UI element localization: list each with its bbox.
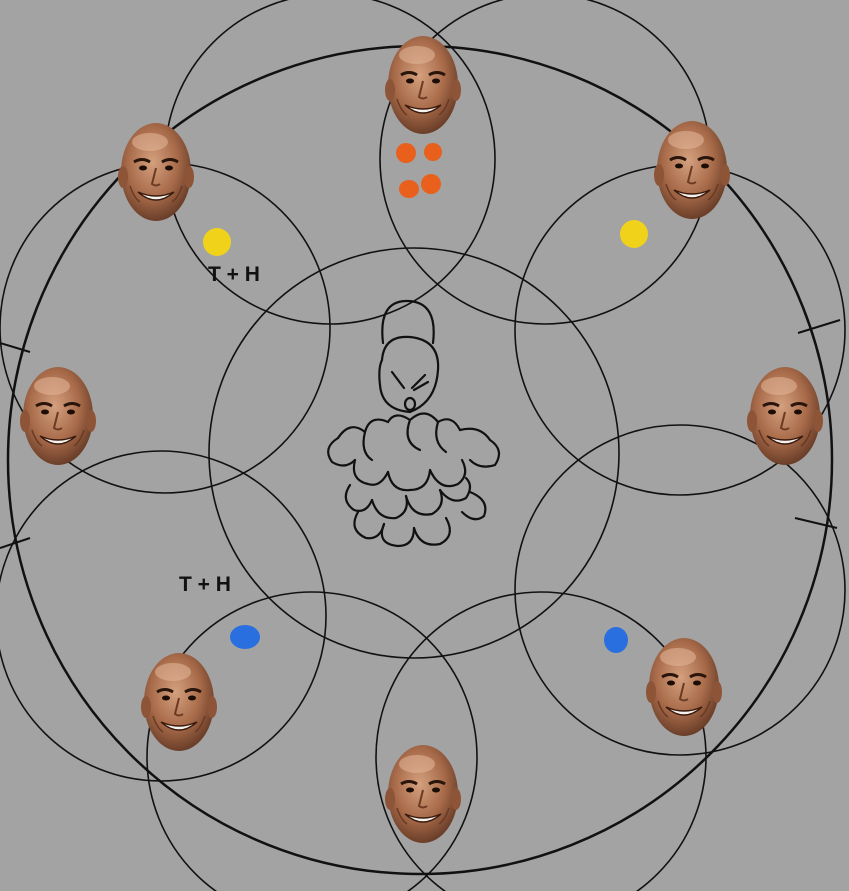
bald-smiling-face-icon (745, 365, 825, 467)
boundary-ticks (0, 319, 841, 549)
yellow-dot (203, 228, 231, 256)
orange-markers (396, 143, 442, 198)
yellow-markers (203, 220, 648, 256)
bald-smiling-face-icon (383, 34, 463, 136)
circle-bottom-right (375, 591, 707, 891)
circle-bottom-left (146, 591, 478, 891)
circle-left-lower (0, 450, 327, 782)
blue-markers (230, 625, 628, 653)
orange-dot (424, 143, 442, 161)
bald-smiling-face-icon (644, 636, 724, 738)
bald-smiling-face-icon (652, 119, 732, 221)
bald-smiling-face-icon (139, 651, 219, 753)
circle-center (208, 247, 620, 659)
blue-dot (604, 627, 628, 653)
yellow-dot (620, 220, 648, 248)
orange-dot (396, 143, 416, 163)
orange-dot (421, 174, 441, 194)
bald-smiling-face-icon (18, 365, 98, 467)
player-faces (18, 34, 825, 845)
bald-smiling-face-icon (383, 743, 463, 845)
tank-healer-label-upper: T + H (208, 263, 260, 286)
angry-boss-doodle-icon (327, 299, 501, 548)
tank-healer-label-lower: T + H (179, 573, 231, 596)
orange-dot (399, 180, 419, 198)
bald-smiling-face-icon (116, 121, 196, 223)
circle-right-lower (514, 424, 846, 756)
blue-dot (230, 625, 260, 649)
